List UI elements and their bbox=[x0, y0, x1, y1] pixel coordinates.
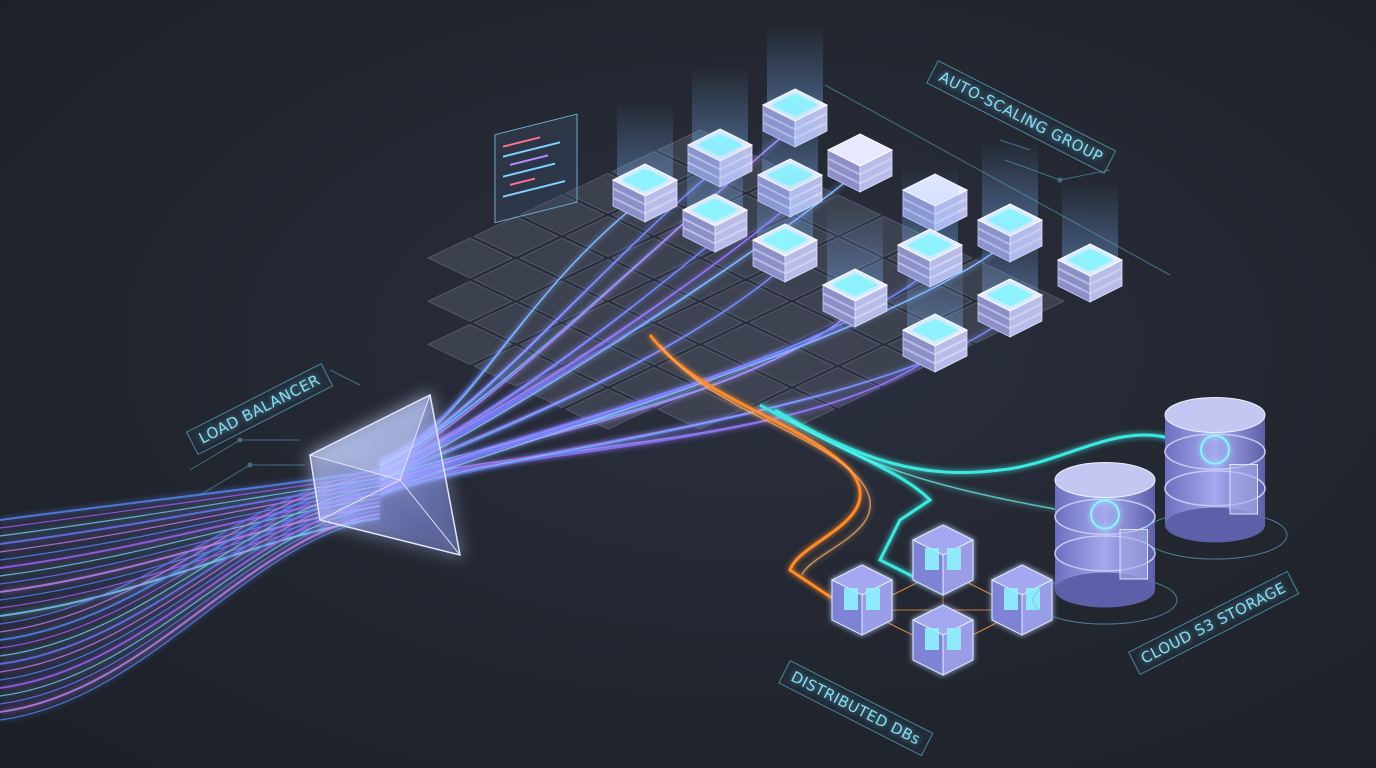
server-side-right bbox=[934, 338, 968, 364]
platform-tile bbox=[472, 302, 560, 344]
platform-tile bbox=[472, 259, 560, 301]
server-side-right bbox=[1089, 268, 1123, 294]
server-side-right bbox=[859, 158, 893, 184]
cloud-storage-group bbox=[1032, 397, 1288, 625]
platform-tile bbox=[748, 302, 836, 344]
cube-node-icon bbox=[911, 524, 975, 596]
platform-tile bbox=[472, 215, 560, 257]
code-window-icon bbox=[494, 113, 578, 224]
server-side-right bbox=[644, 197, 678, 223]
server-group bbox=[611, 25, 1124, 373]
server-stack-icon bbox=[751, 160, 819, 283]
cube-node-icon bbox=[830, 564, 894, 636]
platform-tile bbox=[518, 194, 606, 236]
server-glow-panel bbox=[912, 319, 958, 341]
distributed-db-cluster bbox=[830, 524, 1054, 676]
cube-glow-right bbox=[947, 548, 961, 570]
server-side-right bbox=[644, 188, 678, 214]
platform-tile bbox=[564, 215, 652, 257]
cylinder-top bbox=[1054, 462, 1156, 498]
cylinder-emblem bbox=[1200, 434, 1230, 465]
server-glow-panel bbox=[987, 284, 1033, 306]
server-side-right bbox=[1089, 277, 1123, 303]
server-top bbox=[826, 133, 894, 167]
server-stack-icon bbox=[826, 133, 894, 193]
stream-in bbox=[0, 513, 381, 609]
platform-tile bbox=[426, 280, 514, 322]
server-side-right bbox=[714, 218, 748, 244]
server-side-right bbox=[854, 293, 888, 319]
stream-in bbox=[0, 513, 381, 713]
server-side-right bbox=[854, 302, 888, 328]
storage-link-cyan-3 bbox=[789, 419, 1061, 511]
prism-face bbox=[308, 393, 431, 481]
database-cylinder-icon bbox=[1032, 462, 1178, 625]
server-stack-icon bbox=[1056, 180, 1124, 303]
platform-tile bbox=[610, 280, 698, 322]
cube-glow-right bbox=[947, 628, 961, 650]
cylinder-band bbox=[1054, 535, 1156, 572]
server-side-right bbox=[714, 227, 748, 253]
server-glow-panel bbox=[832, 274, 878, 296]
cylinder-band bbox=[1164, 470, 1266, 507]
server-side-right bbox=[934, 347, 968, 373]
server-side-right bbox=[784, 257, 818, 283]
cube-glow-left bbox=[925, 548, 939, 570]
circuit-traces bbox=[189, 84, 1171, 496]
server-glow-panel bbox=[762, 229, 808, 251]
server-glow-panel bbox=[622, 169, 668, 191]
platform-tile bbox=[426, 323, 514, 365]
load-balancer-prism bbox=[308, 393, 461, 557]
server-stack-icon bbox=[611, 100, 679, 223]
db-link-orange-2 bbox=[659, 344, 871, 576]
stream-in bbox=[0, 517, 381, 721]
cylinder-top bbox=[1164, 397, 1266, 433]
cylinder-door bbox=[1229, 464, 1258, 515]
server-side-right bbox=[1009, 303, 1043, 329]
platform-tile bbox=[794, 367, 882, 409]
cylinder-emblem bbox=[1090, 499, 1120, 530]
cube-glow-left bbox=[844, 588, 858, 610]
platform-tile bbox=[518, 237, 606, 279]
cube-glow-left bbox=[925, 628, 939, 650]
server-stack-icon bbox=[901, 250, 969, 373]
server-glow-panel bbox=[692, 199, 738, 221]
server-side-right bbox=[1009, 312, 1043, 338]
server-side-right bbox=[784, 248, 818, 274]
cylinder-band bbox=[1164, 433, 1266, 470]
cylinder-band bbox=[1054, 498, 1156, 535]
cylinder-bottom bbox=[1055, 572, 1155, 608]
cube-node-icon bbox=[911, 604, 975, 676]
cylinder-bottom bbox=[1165, 507, 1265, 543]
server-stack-icon bbox=[821, 205, 889, 328]
server-glow-panel bbox=[1067, 249, 1113, 271]
database-cylinder-icon bbox=[1142, 397, 1288, 560]
stream-in bbox=[0, 509, 381, 705]
data-links bbox=[648, 334, 1176, 602]
cube-node-icon bbox=[990, 564, 1054, 636]
cube-glow-left bbox=[1004, 588, 1018, 610]
cube-glow-right bbox=[866, 588, 880, 610]
platform-tile bbox=[426, 237, 514, 279]
server-side-right bbox=[859, 167, 893, 193]
storage-link-cyan-2 bbox=[774, 408, 1176, 474]
server-stack-icon bbox=[681, 130, 749, 253]
platform-tile bbox=[518, 280, 606, 322]
server-stack-icon bbox=[976, 215, 1044, 338]
